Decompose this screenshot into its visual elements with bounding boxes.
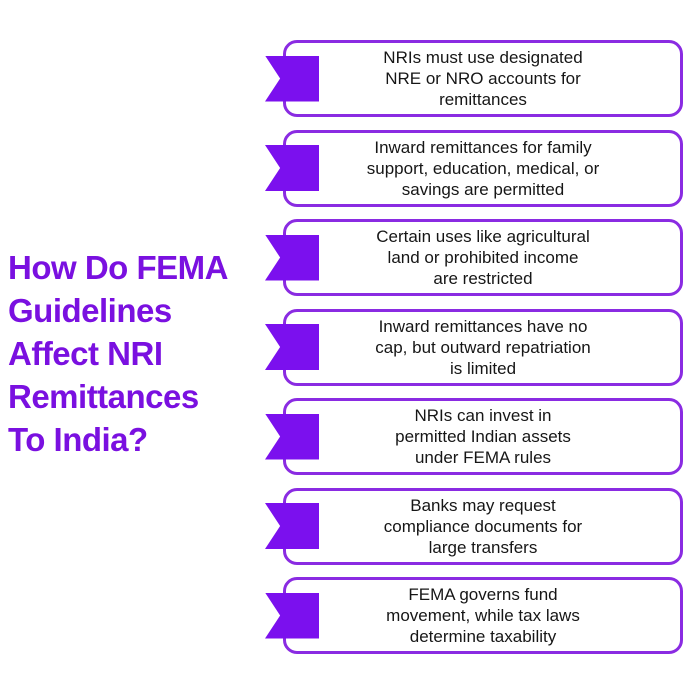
guideline-text: land or prohibited income [387,248,579,267]
guideline-text: savings are permitted [401,179,565,199]
title-line: Affect NRI [8,335,163,372]
guideline-box-5: NRIs can invest in permitted Indian asse… [265,398,683,475]
guideline-text: Certain uses like agricultural [376,227,590,246]
guideline-text: are restricted [433,269,533,288]
page-title: How Do FEMA Guidelines Affect NRI Remitt… [8,246,263,461]
notched-flag-icon [265,592,319,639]
guideline-box-6: Banks may request compliance documents f… [265,487,683,565]
guideline-box-1: NRIs must use designated NRE or NRO acco… [265,40,683,117]
guideline-text: Inward remittances for family [374,137,592,157]
guideline-box-7: FEMA governs fund movement, while tax la… [265,577,683,654]
guideline-text: NRE or NRO accounts for [385,69,581,88]
title-line: Remittances [8,378,199,415]
notched-flag-icon [265,413,319,460]
guideline-text: movement, while tax laws [386,606,580,625]
guideline-text: NRIs can invest in [414,406,552,425]
notched-flag-icon [265,234,319,281]
guideline-text: NRIs must use designated [383,48,583,67]
guideline-text: Inward remittances have no [378,316,588,336]
guideline-text: remittances [439,90,527,109]
guideline-text: is limited [449,358,517,378]
guideline-box-2: Inward remittances for family support, e… [265,129,683,207]
guideline-text: compliance documents for [383,516,583,536]
guideline-text: permitted Indian assets [395,427,571,446]
guidelines-list: NRIs must use designated NRE or NRO acco… [265,40,683,654]
guideline-box-4: Inward remittances have no cap, but outw… [265,308,683,386]
guideline-text: cap, but outward repatriation [375,337,591,357]
guideline-box-3: Certain uses like agricultural land or p… [265,219,683,296]
guideline-text: Banks may request [410,495,556,515]
guideline-text: support, education, medical, or [366,158,600,178]
guideline-text: determine taxability [409,627,557,646]
notched-flag-icon [265,145,319,191]
guideline-text: large transfers [428,537,538,557]
notched-flag-icon [265,503,319,549]
notched-flag-icon [265,324,319,370]
guideline-text: FEMA governs fund [408,585,558,604]
title-line: To India? [8,421,148,458]
guideline-text: under FEMA rules [414,448,552,467]
title-line: How Do FEMA [8,249,228,286]
notched-flag-icon [265,55,319,102]
title-line: Guidelines [8,292,172,329]
